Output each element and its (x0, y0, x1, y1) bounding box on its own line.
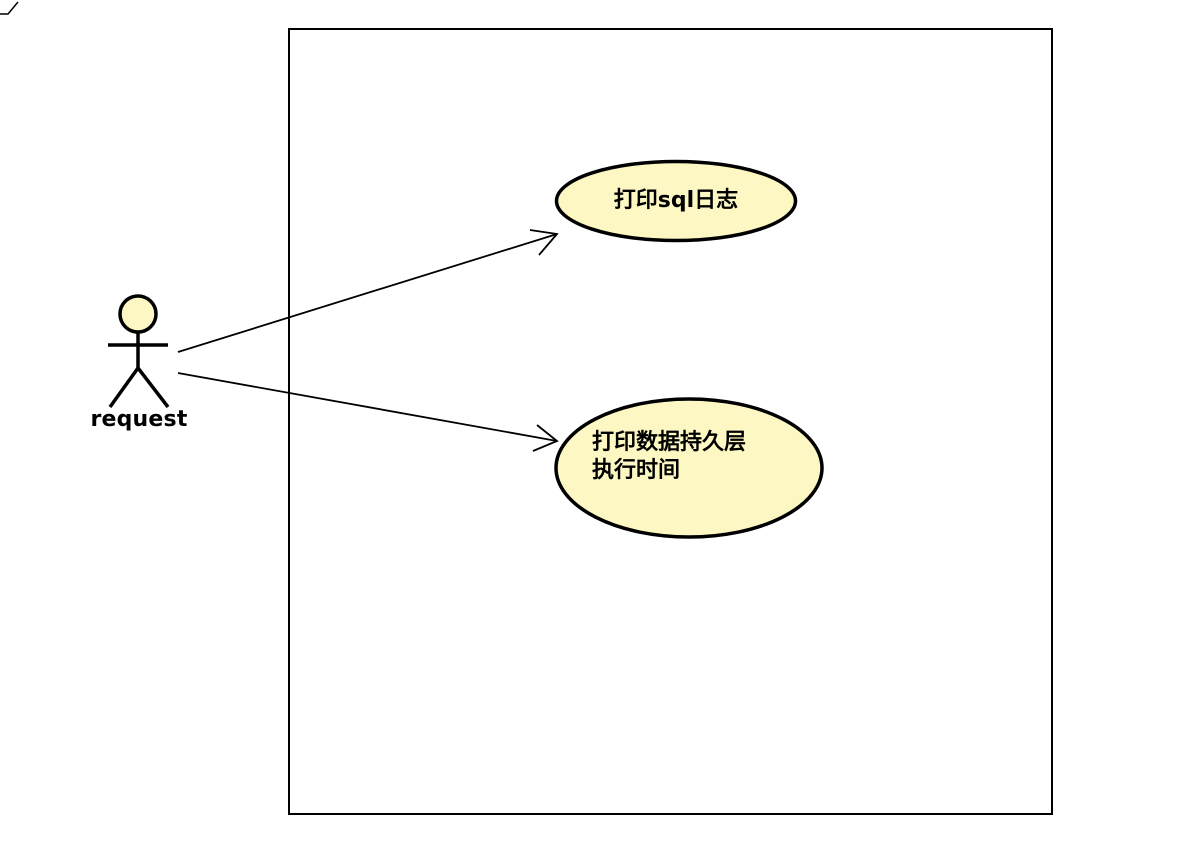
actor-label: request (90, 407, 188, 432)
association-to-print-persistence-time[interactable] (177, 372, 559, 452)
use-case-print-sql-log[interactable]: 打印sql日志 (554, 159, 798, 243)
use-case-label: 打印sql日志 (613, 188, 739, 213)
corner-fold-mark (0, 1, 19, 15)
open-arrowhead (529, 229, 559, 256)
use-case-label: 打印数据持久层 执行时间 (591, 430, 746, 483)
use-case-ellipse (554, 159, 798, 243)
actor-stick-figure-icon (108, 294, 170, 409)
open-arrowhead (532, 424, 559, 452)
actor-request[interactable]: request (86, 292, 192, 442)
association-to-print-sql-log[interactable] (177, 229, 559, 353)
use-case-print-persistence-time[interactable]: 打印数据持久层 执行时间 (554, 397, 824, 539)
use-case-ellipse (554, 397, 824, 539)
